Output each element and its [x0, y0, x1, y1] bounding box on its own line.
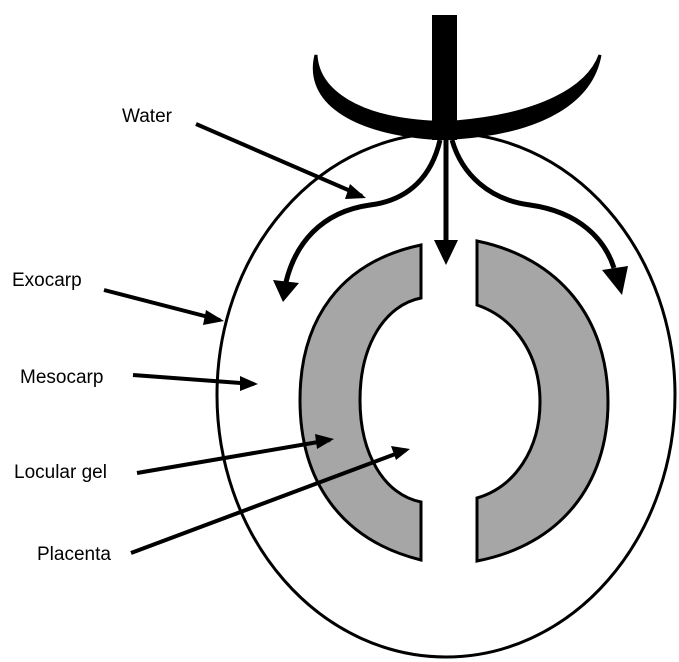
- water-pointer-arrow: [196, 124, 362, 196]
- water-label: Water: [122, 107, 172, 126]
- exocarp-pointer-arrow: [104, 290, 220, 320]
- exocarp-label: Exocarp: [12, 271, 82, 290]
- stem: [432, 15, 457, 140]
- calyx: [314, 55, 600, 138]
- locular-gel-label: Locular gel: [14, 463, 107, 482]
- mesocarp-label: Mesocarp: [20, 368, 103, 387]
- placenta-label: Placenta: [37, 545, 111, 564]
- exocarp-pointer-arrowhead: [203, 310, 224, 325]
